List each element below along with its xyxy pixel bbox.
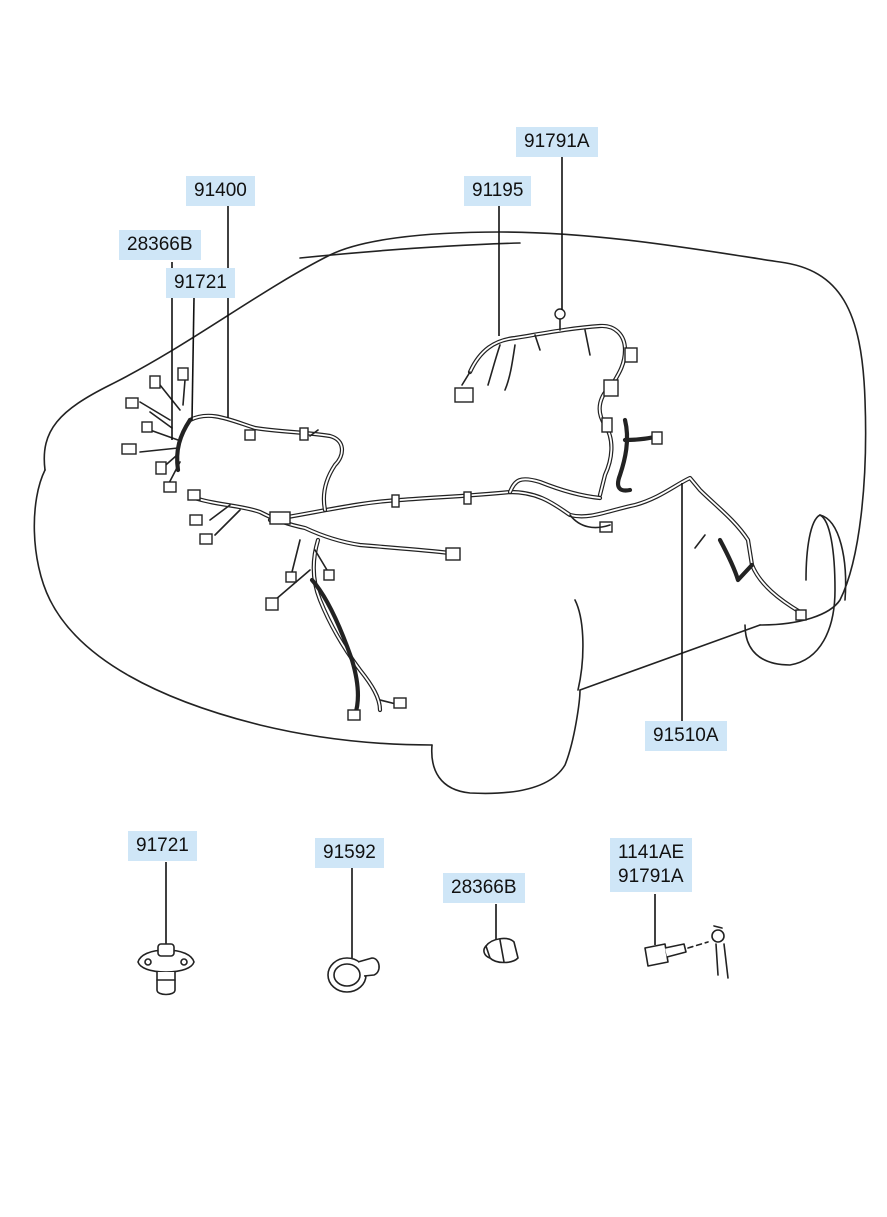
clip-28366B-part [483,937,519,964]
callout-91592: 91592 [315,838,384,868]
callout-91721-bottom: 91721 [128,831,197,861]
grommet-91592-part [327,957,380,993]
clip-91721-part [137,943,195,996]
callout-91195: 91195 [464,176,532,206]
engine-harness [187,489,461,721]
callout-1141AE: 1141AE [618,842,685,863]
callout-91510A: 91510A [645,721,727,751]
callout-1141AE-91791A: 1141AE 91791A [610,838,693,892]
main-floor-harness [267,475,807,621]
car-body-outline [33,231,867,795]
bolt-terminal-part [644,925,729,979]
callout-91791A-bottom: 91791A [618,866,684,887]
callout-91721-top: 91721 [166,268,235,298]
callout-28366B-bottom: 28366B [443,873,525,903]
callout-91791A-top: 91791A [516,127,598,157]
dash-harness [454,308,663,498]
callout-91400: 91400 [186,176,255,206]
leader-lines [165,157,683,958]
front-harness [121,367,344,513]
callout-28366B-top: 28366B [119,230,201,260]
